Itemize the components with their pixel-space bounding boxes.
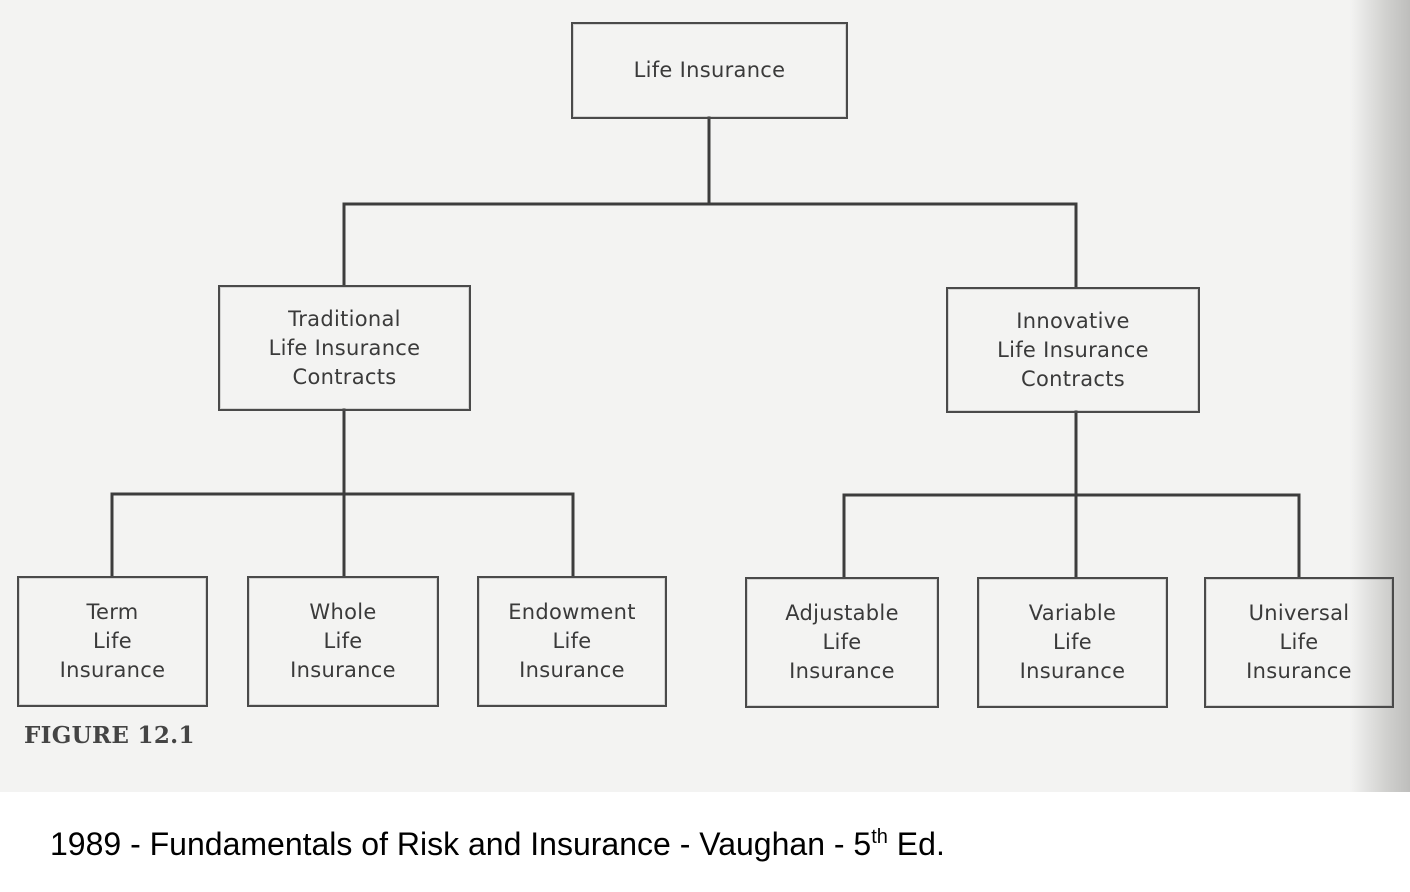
node-innovative-contracts: Innovative Life Insurance Contracts: [946, 287, 1200, 413]
caption-text: 1989 - Fundamentals of Risk and Insuranc…: [50, 826, 872, 862]
source-caption: 1989 - Fundamentals of Risk and Insuranc…: [50, 826, 945, 863]
node-endowment-life: Endowment Life Insurance: [477, 576, 667, 707]
caption-suffix: Ed.: [887, 826, 945, 862]
node-whole-life: Whole Life Insurance: [247, 576, 439, 707]
node-universal-life: Universal Life Insurance: [1204, 577, 1394, 708]
node-term-life: Term Life Insurance: [17, 576, 208, 707]
caption-superscript: th: [871, 826, 888, 848]
scanned-figure: [0, 0, 1410, 792]
connector-lines: [110, 116, 1301, 579]
node-variable-life: Variable Life Insurance: [977, 577, 1168, 708]
node-adjustable-life: Adjustable Life Insurance: [745, 577, 939, 708]
node-life-insurance: Life Insurance: [571, 22, 848, 119]
page-edge-shadow: [1350, 0, 1410, 792]
figure-label: FIGURE 12.1: [24, 722, 195, 749]
node-traditional-contracts: Traditional Life Insurance Contracts: [218, 285, 471, 411]
